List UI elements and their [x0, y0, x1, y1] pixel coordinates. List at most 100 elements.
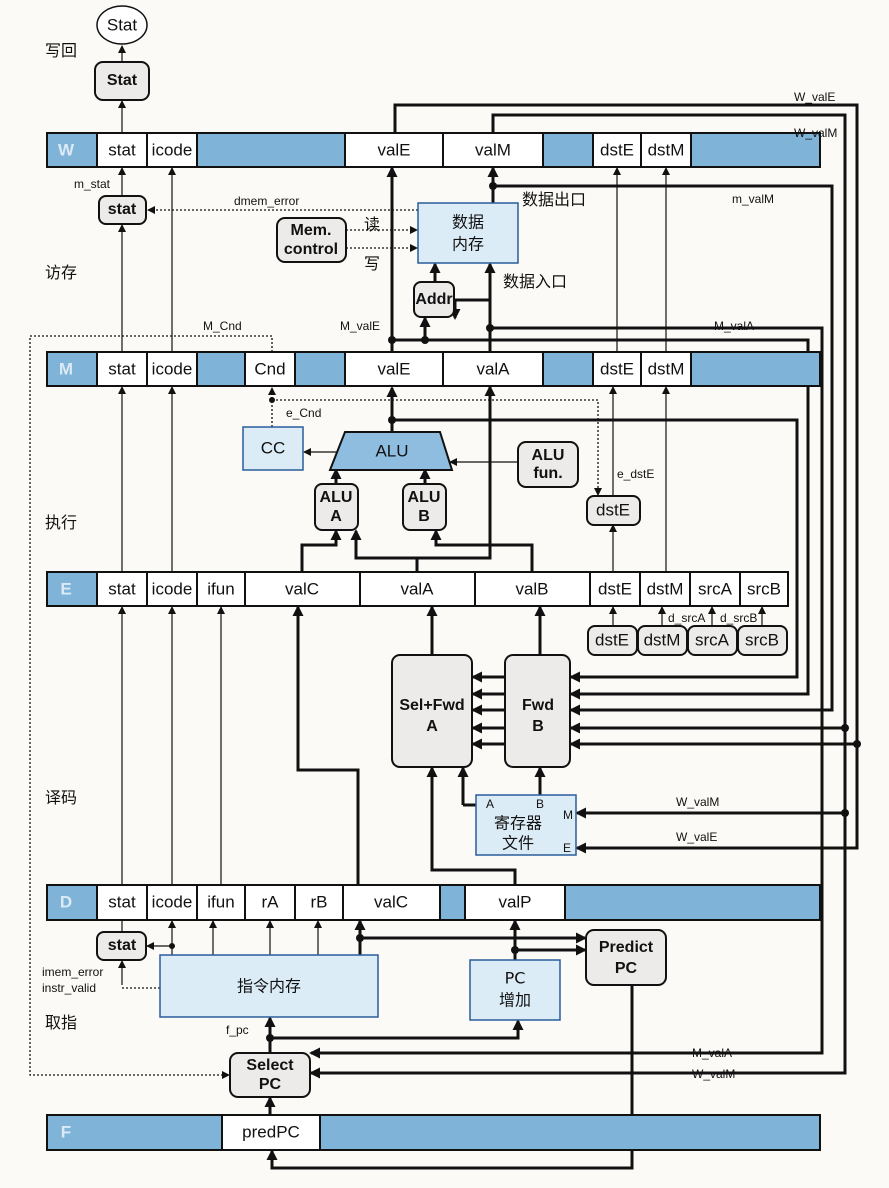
mem-control-label-2: control [284, 241, 338, 258]
predict-label-1: Predict [599, 939, 654, 956]
stat-m-label: stat [108, 201, 137, 218]
selfwd-label-1: Sel+Fwd [399, 697, 464, 714]
stat-output-label: Stat [107, 15, 138, 34]
register-label-E: E [60, 579, 71, 598]
predict-label-2: PC [615, 960, 638, 977]
regfile-port-A: A [486, 797, 494, 811]
stage-memory: 访存 [45, 263, 77, 282]
signal-e_dstE: e_dstE [617, 467, 654, 481]
stat-w-label: Stat [107, 72, 138, 89]
fwd-b: Fwd B [504, 654, 571, 768]
field-dstM: dstM [648, 140, 685, 159]
field-dstE: dstE [598, 579, 632, 598]
d-srcb-label: srcB [745, 630, 779, 649]
fwdb-label-1: Fwd [522, 697, 554, 714]
addr-logic: Addr [413, 281, 455, 318]
signal-write: 写 [364, 254, 380, 273]
regfile-port-M: M [563, 808, 573, 822]
signal-data-out: 数据出口 [522, 190, 586, 209]
stat-logic-memory: stat [98, 195, 147, 225]
field-valE: valE [377, 359, 410, 378]
alu-label: ALU [375, 441, 408, 460]
alu-b-label-2: B [418, 508, 430, 525]
regfile-label-1: 寄存器 [494, 814, 542, 833]
field-icode: icode [152, 359, 193, 378]
field-stat: stat [108, 359, 136, 378]
field-stat: stat [108, 579, 136, 598]
field-predPC: predPC [242, 1122, 300, 1141]
field-dstE: dstE [600, 359, 634, 378]
field-Cnd: Cnd [254, 359, 285, 378]
signal-W_valE-rf: W_valE [676, 830, 717, 844]
signal-instr_valid: instr_valid [42, 981, 96, 995]
signal-M_Cnd: M_Cnd [203, 319, 242, 333]
imem-label: 指令内存 [237, 977, 301, 996]
signal-m_stat: m_stat [74, 177, 111, 191]
data-memory-label-1: 数据 [452, 213, 484, 232]
alu-fun-label-2: fun. [533, 465, 562, 482]
signal-f_pc: f_pc [226, 1023, 249, 1037]
signal-imem_error: imem_error [42, 965, 103, 979]
select-pc: Select PC [229, 1052, 311, 1098]
field-icode: icode [152, 579, 193, 598]
field-dstE: dstE [600, 140, 634, 159]
stage-fetch: 取指 [45, 1013, 77, 1032]
register-file: A B M E 寄存器 文件 [475, 794, 577, 856]
condition-codes: CC [242, 426, 304, 471]
signal-read: 读 [364, 215, 380, 234]
signal-m_valM: m_valM [732, 192, 774, 206]
dste-logic-execute: dstE [586, 495, 641, 526]
stat-logic-writeback: Stat [94, 61, 150, 101]
instruction-memory: 指令内存 [159, 954, 379, 1018]
predict-pc: Predict PC [585, 929, 667, 986]
signal-d_srcA: d_srcA [668, 611, 705, 625]
field-icode: icode [152, 892, 193, 911]
alu-fun-label-1: ALU [532, 447, 565, 464]
stat-output: Stat [96, 5, 148, 45]
alu: ALU [328, 431, 454, 471]
field-rB: rB [311, 892, 328, 911]
dste-e-label: dstE [596, 500, 630, 519]
pipeline-register-W: W stat icode valE valM dstE dstM [46, 132, 821, 168]
select-label-1: Select [246, 1057, 294, 1074]
alu-a-label-1: ALU [320, 489, 353, 506]
pc-increment: PC 增加 [469, 959, 561, 1021]
mem-control: Mem. control [276, 217, 347, 263]
sel-fwd-a: Sel+Fwd A [391, 654, 473, 768]
register-label-W: W [58, 140, 75, 159]
stat-f-label: stat [108, 937, 137, 954]
field-valP: valP [498, 892, 531, 911]
signal-W_valM-rf: W_valM [676, 795, 719, 809]
pcinc-label-1: PC [505, 969, 526, 988]
alu-a: ALU A [314, 483, 359, 531]
field-stat: stat [108, 140, 136, 159]
alu-b: ALU B [402, 483, 447, 531]
pipeline-register-F: F predPC [46, 1114, 821, 1151]
d-dste-label: dstE [595, 630, 629, 649]
alu-fun: ALU fun. [517, 441, 579, 488]
decode-dst-src-logic: dstE dstM srcA srcB [587, 625, 788, 656]
signal-e_Cnd: e_Cnd [286, 406, 321, 420]
regfile-port-E: E [563, 841, 571, 855]
d-dstm-label: dstM [644, 630, 681, 649]
pipeline-register-E: E stat icode ifun valC valA valB dstE ds… [46, 571, 789, 607]
regfile-port-B: B [536, 797, 544, 811]
alu-b-label-1: ALU [408, 489, 441, 506]
cc-label: CC [261, 438, 286, 457]
addr-label: Addr [415, 291, 452, 308]
alu-a-label-2: A [330, 508, 342, 525]
field-icode: icode [152, 140, 193, 159]
signal-W_valM: W_valM [794, 126, 837, 140]
field-valM: valM [475, 140, 511, 159]
signal-labels: W_valE W_valM m_valM 数据出口 数据入口 读 写 dmem_… [42, 90, 837, 1081]
field-dstM: dstM [647, 579, 684, 598]
field-valB: valB [515, 579, 548, 598]
field-valA: valA [476, 359, 510, 378]
signal-M_valE: M_valE [340, 319, 380, 333]
pipeline-register-M: M stat icode Cnd valE valA dstE dstM [46, 351, 821, 387]
register-label-F: F [61, 1122, 71, 1141]
field-stat: stat [108, 892, 136, 911]
field-dstM: dstM [648, 359, 685, 378]
signal-d_srcB: d_srcB [720, 611, 757, 625]
